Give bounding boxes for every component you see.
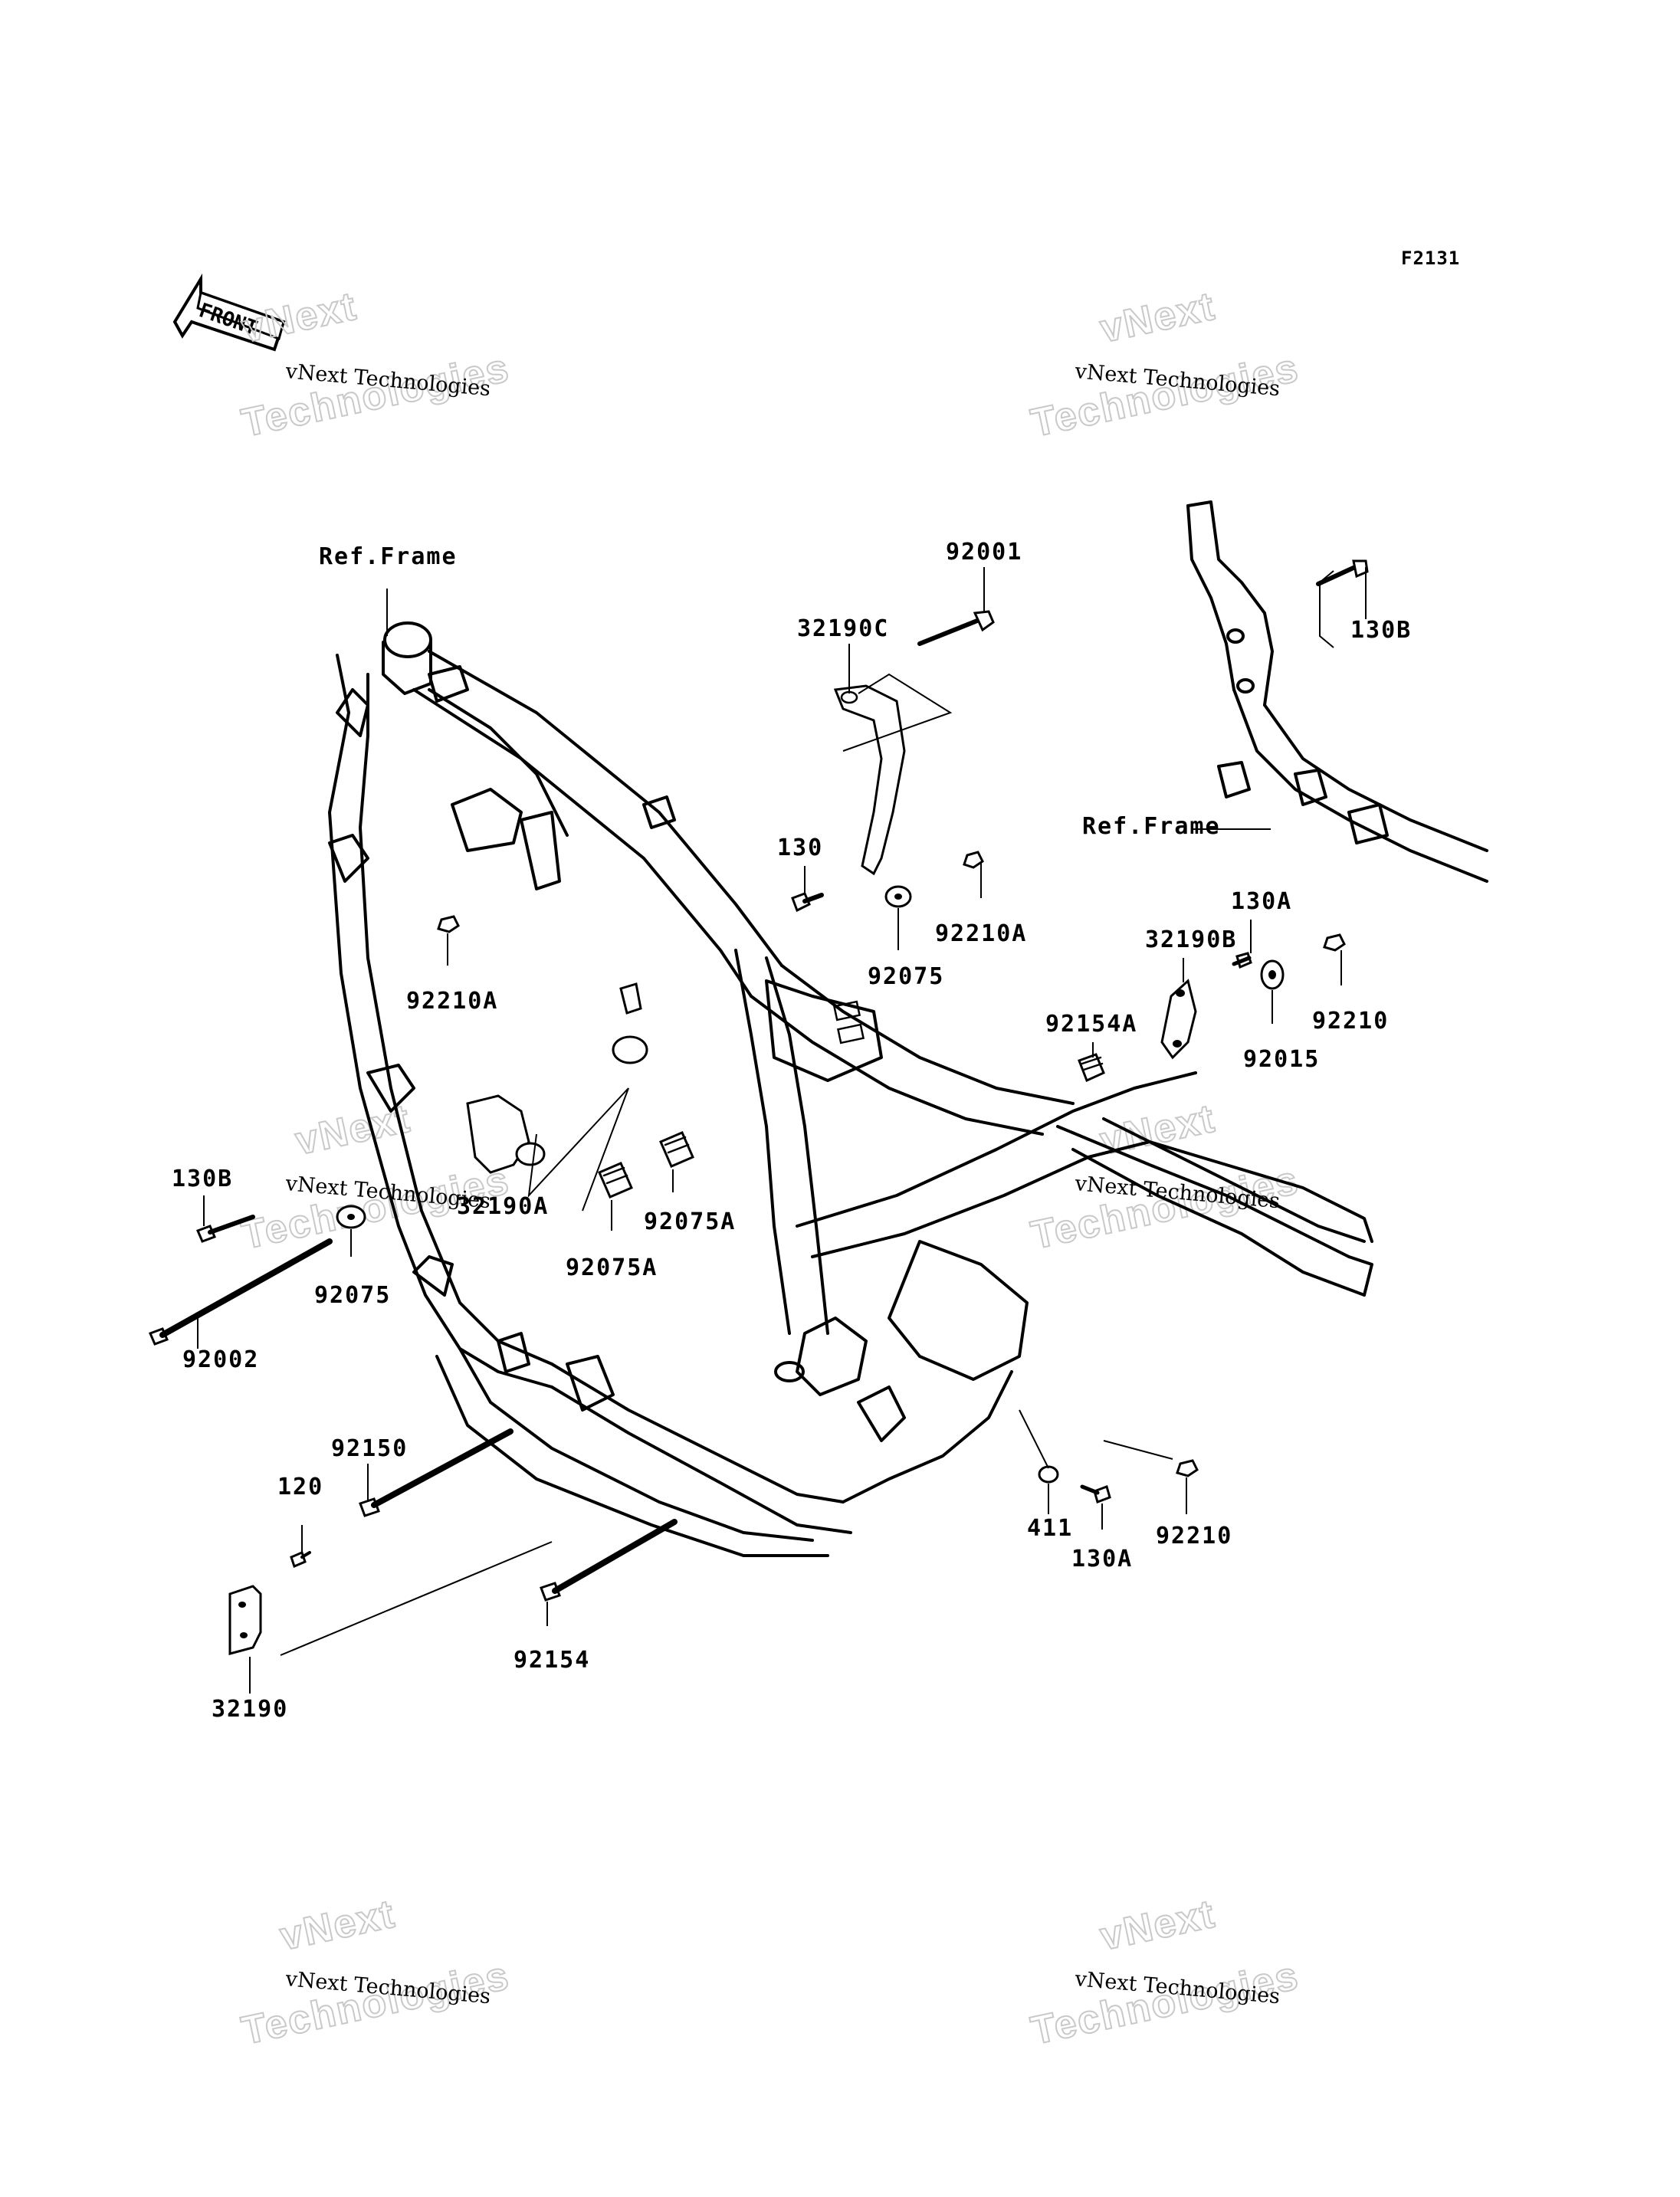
label-92154a: 92154A bbox=[1045, 1011, 1137, 1038]
bushing-92075a-left-icon bbox=[598, 1162, 633, 1199]
label-92210a-left: 92210A bbox=[406, 988, 498, 1015]
label-130a-bottom: 130A bbox=[1071, 1546, 1133, 1572]
bolt-92001-icon bbox=[917, 610, 995, 646]
bolt-92154-icon bbox=[540, 1519, 678, 1602]
nut-92210-top-icon bbox=[1323, 933, 1346, 952]
label-92001: 92001 bbox=[946, 539, 1022, 566]
label-92015: 92015 bbox=[1243, 1046, 1320, 1073]
link-32190b-icon bbox=[1160, 979, 1197, 1060]
svg-text:vNext: vNext bbox=[1096, 1891, 1219, 1959]
svg-text:vNext: vNext bbox=[276, 1891, 399, 1959]
watermark-bottom-right: vNext Technologies vNext Technologies bbox=[1026, 1890, 1304, 2054]
bolt-92002-icon bbox=[149, 1238, 333, 1346]
watermark-top-right: vNext Technologies vNext Technologies bbox=[1026, 283, 1304, 446]
nut-92210a-mid-icon bbox=[963, 851, 984, 869]
label-92075-left: 92075 bbox=[314, 1282, 391, 1309]
bolt-130b-left-icon bbox=[196, 1215, 255, 1243]
bracket-32190a-icon bbox=[466, 982, 648, 1174]
label-32190a: 32190A bbox=[457, 1193, 549, 1220]
bracket-32190c-icon bbox=[833, 684, 906, 876]
nut-92210a-left-icon bbox=[437, 915, 460, 933]
washer-92075-mid-icon bbox=[884, 885, 912, 908]
motorcycle-frame bbox=[328, 500, 1488, 1557]
label-92150: 92150 bbox=[331, 1435, 408, 1462]
label-92075a-right: 92075A bbox=[644, 1208, 736, 1235]
washer-411-icon bbox=[1038, 1465, 1059, 1484]
watermark-top-left: vNext Technologies vNext Technologies bbox=[237, 283, 514, 446]
screw-120-icon bbox=[290, 1550, 311, 1569]
label-ref-frame-rear: Ref.Frame bbox=[1082, 813, 1221, 840]
label-411: 411 bbox=[1027, 1515, 1073, 1542]
watermark-mid-right: vNext Technologies vNext Technologies bbox=[1026, 1095, 1304, 1258]
diagram-code: F2131 bbox=[1401, 248, 1460, 269]
label-92210-top: 92210 bbox=[1312, 1008, 1389, 1035]
label-130: 130 bbox=[777, 835, 823, 861]
label-130b-left: 130B bbox=[172, 1166, 233, 1192]
label-32190c: 32190C bbox=[797, 615, 889, 642]
bracket-32190-icon bbox=[228, 1585, 262, 1655]
label-92075a-left: 92075A bbox=[566, 1254, 658, 1281]
label-ref-frame-front: Ref.Frame bbox=[319, 543, 458, 570]
label-32190b: 32190B bbox=[1145, 926, 1237, 953]
bushing-92075a-right-icon bbox=[659, 1131, 694, 1168]
label-92075-mid: 92075 bbox=[868, 963, 944, 990]
bolt-130a-top-icon bbox=[1232, 952, 1252, 969]
watermark-bottom-left: vNext Technologies vNext Technologies bbox=[237, 1890, 514, 2054]
label-130b-top: 130B bbox=[1350, 617, 1412, 644]
nut-92210-bottom-icon bbox=[1176, 1459, 1199, 1477]
bolt-130-icon bbox=[791, 892, 824, 913]
bushing-92015-icon bbox=[1260, 959, 1285, 990]
hardware-parts bbox=[149, 559, 1369, 1655]
spacer-92154a-icon bbox=[1078, 1053, 1105, 1083]
bolt-130a-bottom-icon bbox=[1080, 1484, 1111, 1503]
leader-lines bbox=[197, 567, 1367, 1694]
label-92154: 92154 bbox=[514, 1647, 590, 1674]
bolt-130b-top-icon bbox=[1316, 559, 1369, 586]
bolt-92150-icon bbox=[359, 1428, 514, 1517]
washer-92075-left-icon bbox=[336, 1205, 366, 1229]
label-130a-top: 130A bbox=[1231, 888, 1292, 915]
svg-text:vNext: vNext bbox=[1096, 1096, 1219, 1163]
part-labels: Ref.Frame Ref.Frame 92001 32190C 130B 13… bbox=[172, 539, 1412, 1723]
label-92002: 92002 bbox=[182, 1346, 259, 1373]
label-120: 120 bbox=[277, 1474, 323, 1500]
svg-text:vNext: vNext bbox=[238, 284, 360, 351]
label-92210a-mid: 92210A bbox=[935, 920, 1027, 947]
label-32190: 32190 bbox=[212, 1696, 288, 1723]
label-92210-bottom: 92210 bbox=[1156, 1523, 1232, 1549]
svg-text:vNext: vNext bbox=[1096, 284, 1219, 351]
